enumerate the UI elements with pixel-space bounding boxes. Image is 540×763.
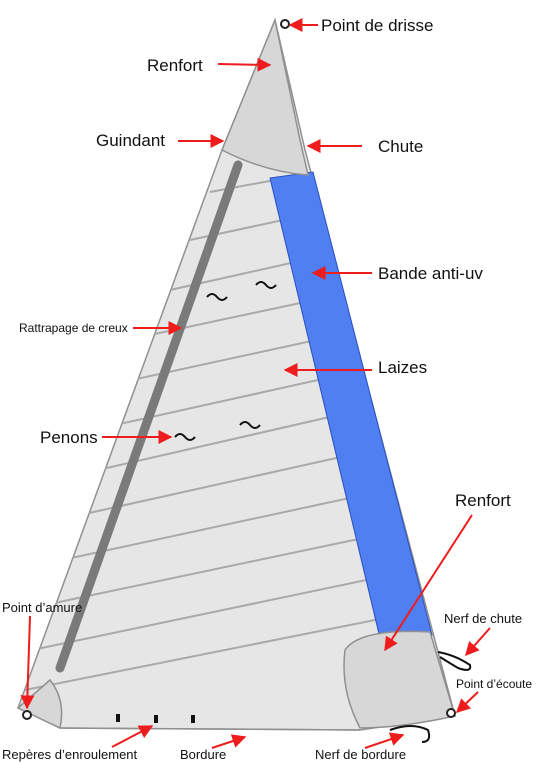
arrow-renfort-bottom bbox=[384, 514, 473, 652]
arrow-reperes bbox=[111, 725, 154, 748]
label-guindant: Guindant bbox=[96, 131, 165, 150]
label-renfort-bottom: Renfort bbox=[455, 491, 511, 510]
label-laizes: Laizes bbox=[378, 358, 427, 377]
tack-ring-icon bbox=[22, 710, 32, 720]
reperes-d-enroulement-marks bbox=[116, 714, 195, 723]
label-point-d-amure: Point d’amure bbox=[2, 600, 82, 615]
arrow-point-d-ecoute bbox=[455, 691, 479, 713]
head-ring-icon bbox=[280, 19, 290, 29]
nerf-de-chute-line bbox=[437, 651, 472, 671]
rattrapage-de-creux-strip bbox=[55, 160, 243, 673]
arrow-point-d-amure bbox=[20, 615, 35, 710]
label-point-d-ecoute: Point d’écoute bbox=[456, 677, 532, 691]
clew-ring-icon bbox=[446, 708, 456, 718]
label-bande-anti-uv: Bande anti-uv bbox=[378, 264, 483, 283]
arrow-nerf-de-bordure bbox=[364, 732, 405, 749]
bordure-edge bbox=[59, 727, 361, 731]
renfort-bottom-patch bbox=[343, 630, 456, 729]
label-renfort-top: Renfort bbox=[147, 56, 203, 75]
label-rattrapage-de-creux: Rattrapage de creux bbox=[19, 321, 128, 335]
penons-icons bbox=[174, 281, 277, 441]
arrow-nerf-de-chute bbox=[465, 627, 491, 657]
label-nerf-de-chute: Nerf de chute bbox=[444, 611, 522, 626]
label-penons: Penons bbox=[40, 428, 98, 447]
label-bordure: Bordure bbox=[180, 747, 226, 762]
label-point-de-drisse: Point de drisse bbox=[321, 16, 433, 35]
label-nerf-de-bordure: Nerf de bordure bbox=[315, 747, 406, 762]
nerf-de-bordure-line bbox=[389, 725, 431, 743]
arrow-renfort-top bbox=[217, 57, 272, 72]
label-reperes-d-enroulement: Repères d’enroulement bbox=[2, 747, 138, 762]
annotation-arrows bbox=[20, 18, 491, 749]
renfort-top-patch bbox=[221, 17, 309, 176]
label-chute: Chute bbox=[378, 137, 423, 156]
arrow-bordure bbox=[211, 734, 247, 749]
